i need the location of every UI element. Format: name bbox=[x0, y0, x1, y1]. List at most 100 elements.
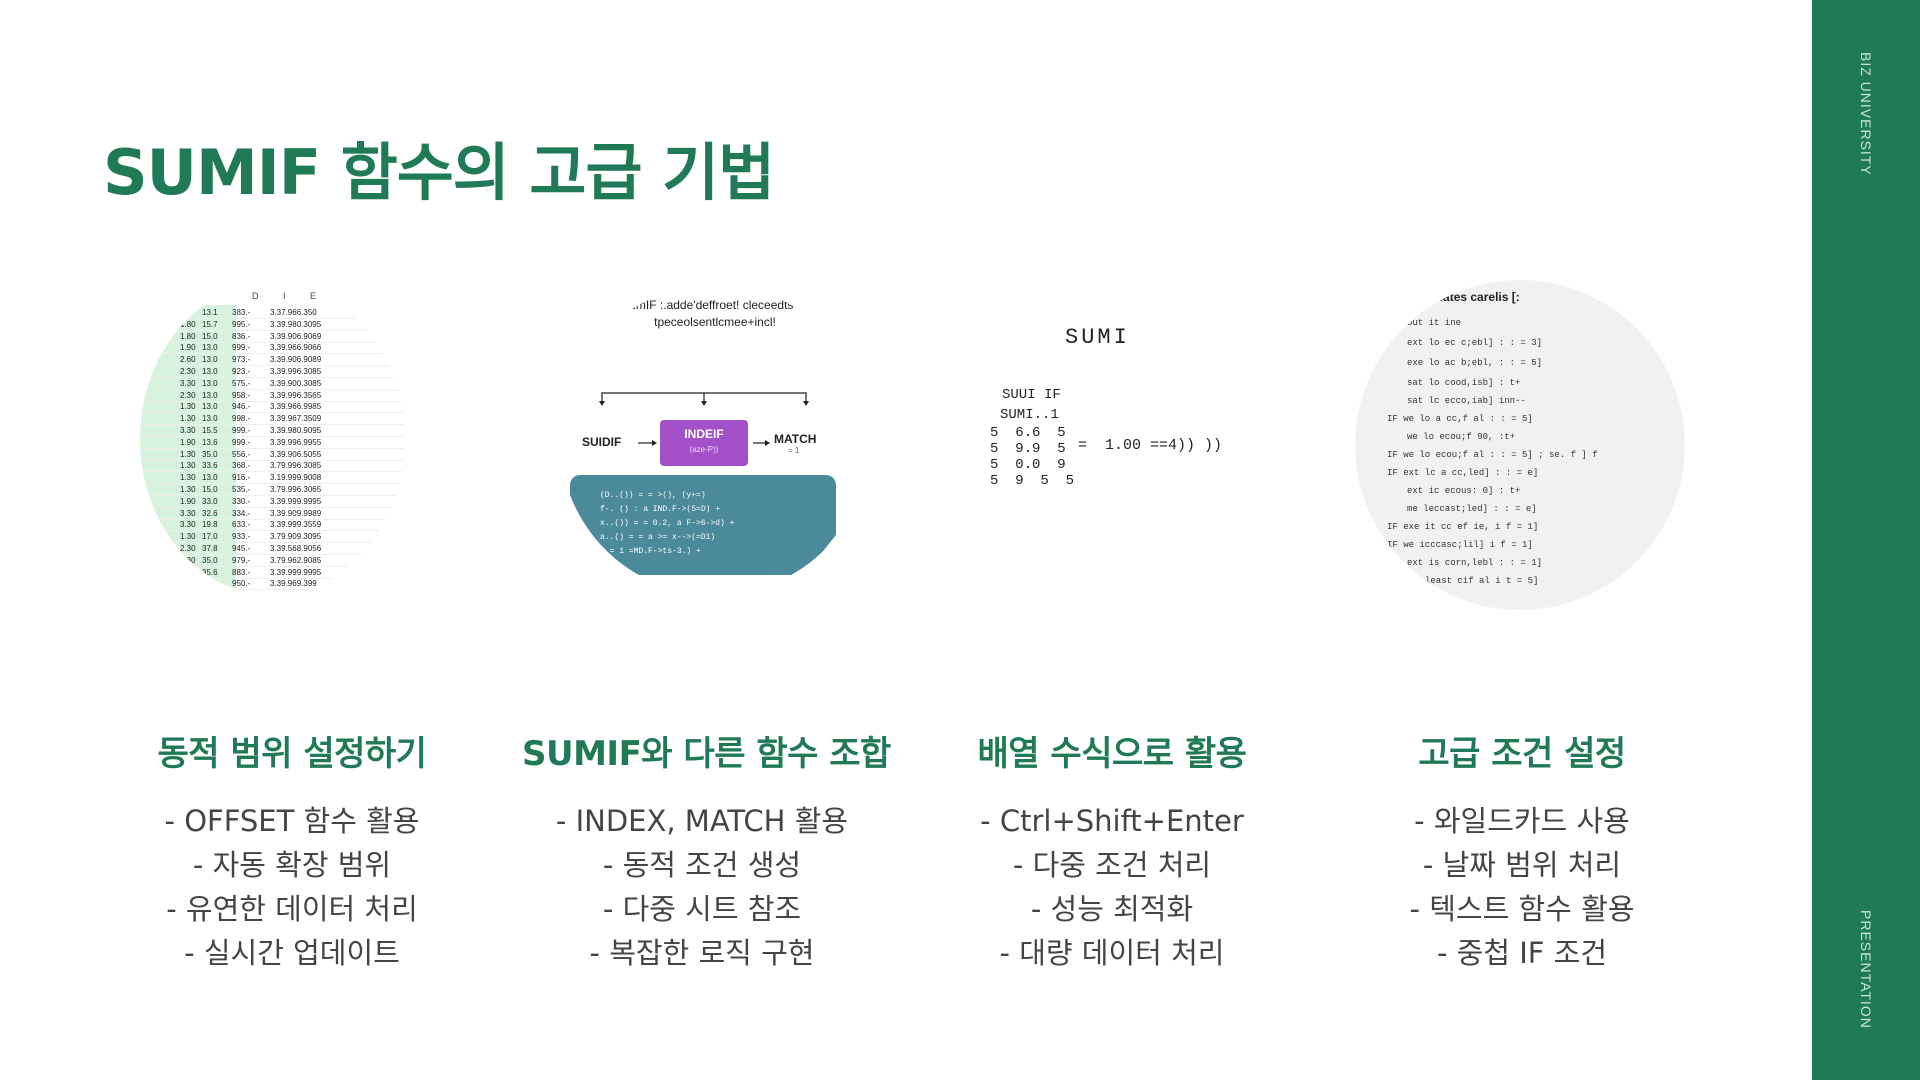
formula-line: 5 9.9 5 bbox=[990, 441, 1066, 457]
spreadsheet-cell: 17.0 bbox=[202, 532, 218, 542]
spreadsheet-header-cell: D bbox=[252, 291, 259, 301]
spreadsheet-cell: 3.39.996.3565 bbox=[270, 390, 322, 400]
spreadsheet-cell: 13.0 bbox=[202, 414, 218, 424]
list-item: - Ctrl+Shift+Enter bbox=[980, 804, 1244, 838]
spreadsheet-cell: 15.7 bbox=[202, 319, 218, 329]
slide-title: SUMIF 함수의 고급 기법 bbox=[103, 136, 775, 209]
flowchart-code-box: (D..()) = = >(), (y+=) f-. () : a IND.F-… bbox=[570, 475, 836, 575]
column-list: - 와일드카드 사용 - 날짜 범위 처리 - 텍스트 함수 활용 - 중첩 I… bbox=[1342, 799, 1702, 975]
flow-node-right-sub: = 1 bbox=[788, 446, 800, 455]
column-heading: SUMIF와 다른 함수 조합 bbox=[522, 734, 891, 774]
spreadsheet-cell: 3.39.900.3085 bbox=[270, 378, 322, 388]
spreadsheet-header-cell: A bbox=[338, 291, 345, 301]
spreadsheet-cell: 3.39.906.5055 bbox=[270, 449, 322, 459]
spreadsheet-cell: 3.39.999.9995 bbox=[270, 496, 322, 506]
spreadsheet-cell: 35.0 bbox=[202, 449, 218, 459]
spreadsheet-cell: 916.- bbox=[232, 473, 251, 483]
column-heading: 고급 조건 설정 bbox=[1418, 734, 1626, 774]
spreadsheet-cell: 15.0 bbox=[202, 331, 218, 341]
list-item: - 와일드카드 사용 bbox=[1414, 804, 1630, 838]
column-dynamic-range: 동적 범위 설정하기 - OFFSET 함수 활용 - 자동 확장 범위 - 유… bbox=[112, 726, 472, 975]
spreadsheet-cell: 3.39.969.399 bbox=[270, 579, 317, 589]
spreadsheet-cell: 946.- bbox=[232, 402, 251, 412]
side-label-bottom: PRESENTATION bbox=[1858, 910, 1874, 1029]
spreadsheet-cell: 33.9 bbox=[202, 579, 218, 589]
formula-equation: = 1.00 ==4)) )) bbox=[1078, 437, 1223, 454]
spreadsheet-cell: 3.19.999.9008 bbox=[270, 473, 322, 483]
list-item: - 텍스트 함수 활용 bbox=[1409, 892, 1635, 926]
spreadsheet-cell: 3.30 bbox=[180, 567, 196, 577]
spreadsheet-cell: 368.- bbox=[232, 461, 251, 471]
spreadsheet-cell: 3.30 bbox=[180, 378, 196, 388]
spreadsheet-cell: 3.37.966.350 bbox=[270, 308, 317, 317]
list-item: - 복잡한 로직 구현 bbox=[589, 936, 815, 970]
flow-code-line: x..()) = = 0.2, a F->6->d) + bbox=[600, 519, 735, 528]
spreadsheet-cell: 999.- bbox=[232, 426, 251, 435]
code-line: IF we icccasc;lil] i f = 1] bbox=[1387, 540, 1533, 550]
spreadsheet-cell: 1.90 bbox=[180, 496, 196, 506]
spreadsheet-cell: 15.5 bbox=[202, 426, 218, 435]
spreadsheet-cell: 3.39.906.9089 bbox=[270, 355, 322, 365]
flow-code-line: a..() = = a >= x-->(=D1) bbox=[600, 533, 716, 542]
spreadsheet-cell: 3.39.996.9955 bbox=[270, 437, 322, 447]
spreadsheet-cell: 32.6 bbox=[202, 508, 218, 518]
spreadsheet-header-cell: I bbox=[283, 291, 286, 301]
code-line: least cif al i t = 5] bbox=[1425, 576, 1539, 586]
spreadsheet-cell: 13.1 bbox=[202, 308, 218, 317]
spreadsheet-cell: 13.0 bbox=[202, 402, 218, 412]
spreadsheet-cell: 1.90 bbox=[180, 343, 196, 353]
formula-line: 5 6.6 5 bbox=[990, 425, 1066, 441]
code-line: exe lo ac b;ebl, : : = 5] bbox=[1407, 358, 1543, 368]
spreadsheet-cell: 2.30 bbox=[180, 390, 196, 400]
spreadsheet-cell: 1.30 bbox=[180, 449, 196, 459]
spreadsheet-cell: 950.- bbox=[232, 579, 251, 589]
spreadsheet-cell: 1.90 bbox=[180, 437, 196, 447]
side-label-top: BIZ UNIVERSITY bbox=[1858, 52, 1874, 176]
spreadsheet-cell: 3.39.996.3085 bbox=[270, 367, 322, 376]
spreadsheet-cell: 633.- bbox=[232, 520, 251, 530]
code-line: we lo ecou;f 90, :t+ bbox=[1407, 432, 1516, 442]
flow-code-line: (D..()) = = >(), (y+=) bbox=[600, 491, 706, 500]
formula-line: SUUI IF bbox=[1002, 387, 1061, 403]
spreadsheet-cell: 3.39.966.9066 bbox=[270, 343, 322, 353]
flow-node-center: INDEIF (aze-P)) bbox=[660, 420, 748, 466]
spreadsheet-cell: 836.- bbox=[232, 331, 251, 341]
spreadsheet-cell: 1.80 bbox=[180, 319, 196, 329]
spreadsheet-cell: 1.30 bbox=[180, 485, 196, 494]
spreadsheet-cell: 2.60 bbox=[180, 355, 196, 365]
formula-line: 5 0.0 9 bbox=[990, 457, 1066, 473]
spreadsheet-cell: 1.30 bbox=[180, 414, 196, 424]
column-function-combo: SUMIF와 다른 함수 조합 - INDEX, MATCH 활용 - 동적 조… bbox=[522, 726, 891, 975]
column-heading: 동적 범위 설정하기 bbox=[157, 734, 427, 774]
formula-line: 5 9 5 5 bbox=[990, 473, 1075, 489]
flow-node-right: MATCH = 1 bbox=[774, 432, 816, 455]
code-line: out it ine bbox=[1407, 318, 1462, 328]
spreadsheet-cell: 999.- bbox=[232, 437, 251, 447]
spreadsheet-cell: 334.- bbox=[232, 508, 251, 518]
spreadsheet-cell: 3.39.980.9095 bbox=[270, 426, 322, 435]
code-line: ext lo ec c;ebl] : : = 3] bbox=[1407, 338, 1543, 348]
spreadsheet-cell: 933.- bbox=[232, 532, 251, 542]
column-array-formula: 배열 수식으로 활용 - Ctrl+Shift+Enter - 다중 조건 처리… bbox=[932, 726, 1292, 975]
spreadsheet-cell: 13.0 bbox=[202, 355, 218, 365]
list-item: - 동적 조건 생성 bbox=[602, 848, 802, 882]
formula-head: SUMI bbox=[1065, 325, 1130, 350]
spreadsheet-cell: 35.0 bbox=[202, 555, 218, 565]
code-line: sat lo cood,isb] : t+ bbox=[1407, 378, 1521, 388]
list-item: - OFFSET 함수 활용 bbox=[164, 804, 420, 838]
flow-node-right-label: MATCH bbox=[774, 432, 817, 446]
spreadsheet-cell: 35.6 bbox=[202, 567, 218, 577]
spreadsheet-cell: 1.30 bbox=[180, 532, 196, 542]
